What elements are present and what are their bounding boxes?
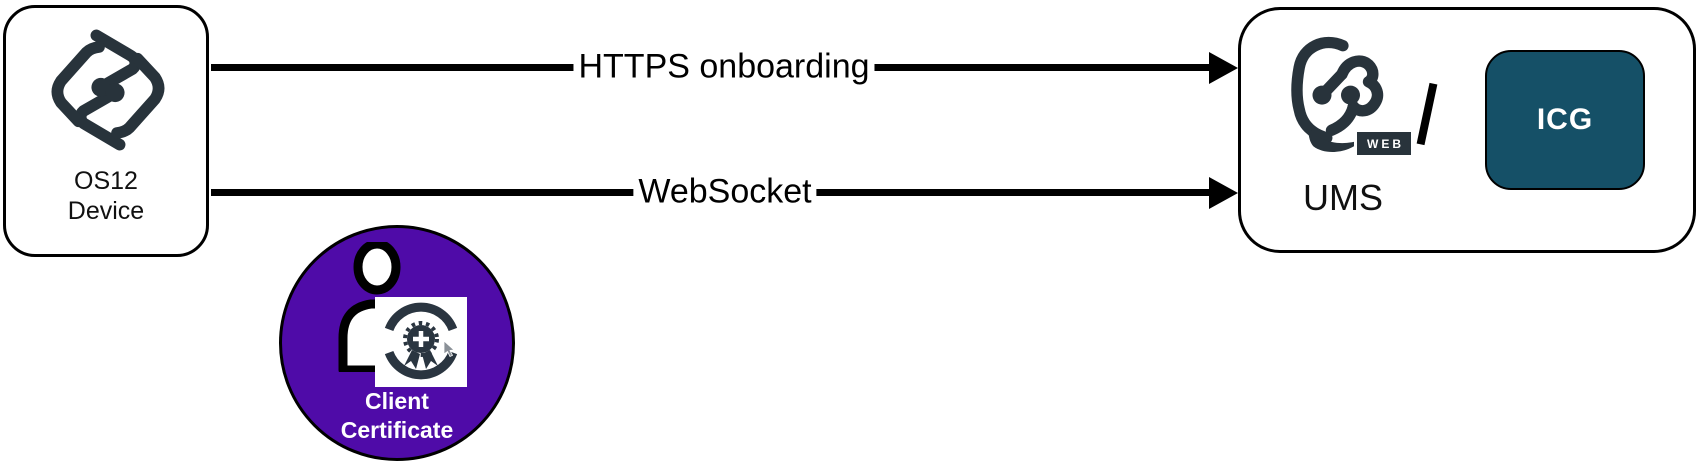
certificate-label: Client Certificate <box>279 387 515 445</box>
certificate-card <box>375 297 467 387</box>
websocket-label: WebSocket <box>633 172 817 212</box>
device-node-label: OS12 Device <box>6 166 206 226</box>
device-label-line1: OS12 <box>74 167 138 195</box>
https-onboarding-label: HTTPS onboarding <box>573 47 875 87</box>
node-os12-device: OS12 Device <box>3 5 209 257</box>
certificate-badge-icon <box>384 302 458 380</box>
websocket-arrowhead-icon <box>1209 177 1238 209</box>
igel-web-logo-icon <box>1291 36 1384 152</box>
node-ums-icg: WEB UMS ICG <box>1238 7 1696 253</box>
icg-label: ICG <box>1536 103 1594 136</box>
igel-logo-icon <box>51 29 165 151</box>
device-label-line2: Device <box>67 197 145 225</box>
icg-box: ICG <box>1485 50 1645 190</box>
web-badge-label: WEB <box>1367 136 1404 151</box>
certificate-label-line1: Client <box>365 388 429 414</box>
web-badge: WEB <box>1357 132 1411 155</box>
ums-label: UMS <box>1303 177 1383 218</box>
cursor-icon <box>443 341 455 357</box>
client-certificate-group: Client Certificate <box>279 225 515 461</box>
slash-separator <box>1416 82 1438 146</box>
certificate-label-line2: Certificate <box>340 417 454 443</box>
https-onboarding-arrowhead-icon <box>1209 52 1238 84</box>
